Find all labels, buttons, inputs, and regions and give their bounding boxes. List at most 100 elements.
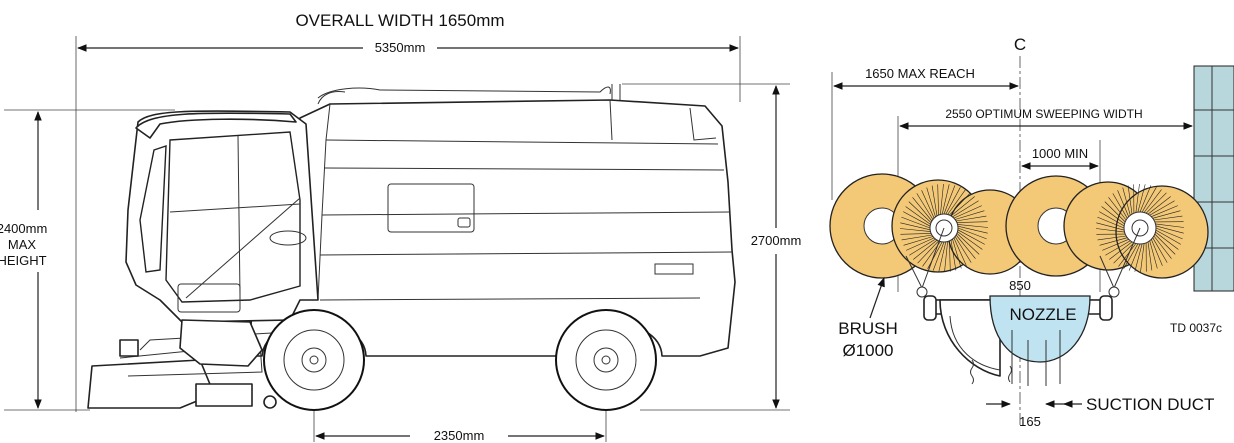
brush-bristle [950, 196, 975, 217]
brush-bristle [899, 228, 931, 232]
brush-bristle [1123, 243, 1139, 269]
brush-bristle [1155, 227, 1183, 240]
brush-bristle [1109, 241, 1133, 260]
brush-label: BRUSH [838, 319, 898, 338]
front-brush-head [87, 359, 215, 409]
brush-bristle [940, 183, 944, 215]
brush-bristle [941, 184, 950, 215]
brush-bristle [956, 233, 980, 255]
brush-bristle [957, 227, 987, 240]
drawing-reference: TD 0037c [1170, 321, 1222, 335]
brush-bristle [1155, 223, 1185, 228]
brush-bristle [1105, 240, 1131, 256]
brush-bristle [900, 222, 931, 231]
brush-bristle [937, 184, 939, 216]
brush-bristle [955, 210, 985, 220]
brush-bristle [1108, 197, 1127, 221]
brush-bristle [1128, 243, 1141, 271]
front-wheel [263, 309, 365, 411]
total-height-label: 2700mm [751, 233, 802, 248]
brush-bristle [905, 206, 931, 225]
rear-wheel [555, 309, 657, 411]
brush-bristle [1104, 201, 1126, 223]
wheelbase-label: 2350mm [434, 428, 485, 443]
optimum-width-label: 2550 OPTIMUM SWEEPING WIDTH [945, 107, 1142, 121]
length-label: 5350mm [375, 40, 426, 55]
brush-bristle [1143, 189, 1162, 213]
max-height-value: 2400mm [0, 221, 47, 236]
brush-bristle [1097, 235, 1127, 241]
suction-duct-label: SUCTION DUCT [1086, 395, 1214, 414]
max-height-dimension: 2400mm MAX HEIGHT [0, 109, 175, 411]
brush-bristle [957, 229, 985, 245]
brush-bristle [1135, 183, 1140, 213]
brush-bristle [1149, 240, 1158, 269]
brush-bristle [906, 237, 935, 251]
brush-bristle [927, 241, 943, 269]
max-height-word-max: MAX [8, 237, 37, 252]
brush-bristle [1153, 235, 1172, 259]
brush-bristle [1145, 192, 1167, 214]
brush-bristle [1147, 196, 1171, 215]
brush-bristle [931, 185, 938, 216]
brush-spacing-label: 850 [1009, 278, 1031, 293]
brush-bristle [903, 236, 933, 246]
duct-width-label: 165 [1019, 414, 1041, 429]
suction-nozzle [989, 295, 1091, 363]
brush-bristle [1122, 187, 1131, 216]
brush-bristle [1154, 233, 1176, 255]
brush-bristle [957, 231, 983, 250]
brush-bristle [900, 233, 932, 235]
max-height-word-height: HEIGHT [0, 253, 47, 268]
brush-bristle [1099, 211, 1125, 227]
arrow-head-icon [869, 277, 885, 319]
top-view: C 1650 MAX REACH 2550 OPTIMUM SWEEPING W… [829, 35, 1234, 429]
brush-bristle [912, 197, 933, 222]
wheelbase-dimension: 2350mm [313, 398, 607, 443]
brush-bristle [901, 216, 931, 229]
brush-bristle [944, 241, 948, 273]
brush-bristle [1113, 242, 1135, 264]
brush-bristle [1137, 184, 1146, 213]
brush-bristle [953, 205, 982, 219]
brush-bristle [949, 192, 971, 216]
total-height-dimension: 2700mm [622, 83, 802, 411]
brush-bristle [1097, 216, 1125, 229]
brush-bristle [954, 236, 972, 263]
brush-bristle [1149, 200, 1175, 216]
brush-bristle [1151, 239, 1163, 266]
suction-duct [970, 330, 1061, 386]
brush-bristle [1134, 243, 1143, 272]
brush-bristle [1117, 190, 1129, 217]
max-reach-label: 1650 MAX REACH [865, 66, 975, 81]
brush-bristle [1151, 205, 1178, 217]
nozzle-label: NOZZLE [1009, 305, 1076, 324]
cab-side-window [139, 145, 167, 273]
brush-bristle [1139, 185, 1152, 213]
min-gap-label: 1000 MIN [1032, 146, 1088, 161]
brush-bristle [953, 237, 967, 266]
brush-bristle [957, 224, 989, 228]
cab-roof [135, 112, 297, 139]
brush-bristle [913, 239, 938, 260]
centre-mark: C [1014, 35, 1026, 54]
side-view: OVERALL WIDTH 1650mm 5350mm 2400mm MAX H… [0, 11, 801, 443]
brush-bristle [1155, 225, 1184, 234]
brush-bristle [1118, 243, 1137, 267]
overall-width-label: OVERALL WIDTH 1650mm [295, 11, 504, 30]
brush-bristle [917, 240, 939, 264]
brush-bristle [949, 240, 951, 272]
brush-bristle [952, 239, 962, 269]
brush-bristle [1153, 215, 1183, 221]
brush-bristle [921, 190, 935, 219]
brush-bristle [1095, 228, 1125, 233]
brush-arms [905, 227, 1141, 298]
cab-window [165, 131, 301, 303]
brush-bristle [1099, 237, 1128, 246]
bristle-hatching [899, 183, 1185, 273]
brush-bristle [1096, 222, 1125, 231]
brush-bristle [1101, 206, 1125, 225]
brush-bristle [908, 201, 932, 223]
